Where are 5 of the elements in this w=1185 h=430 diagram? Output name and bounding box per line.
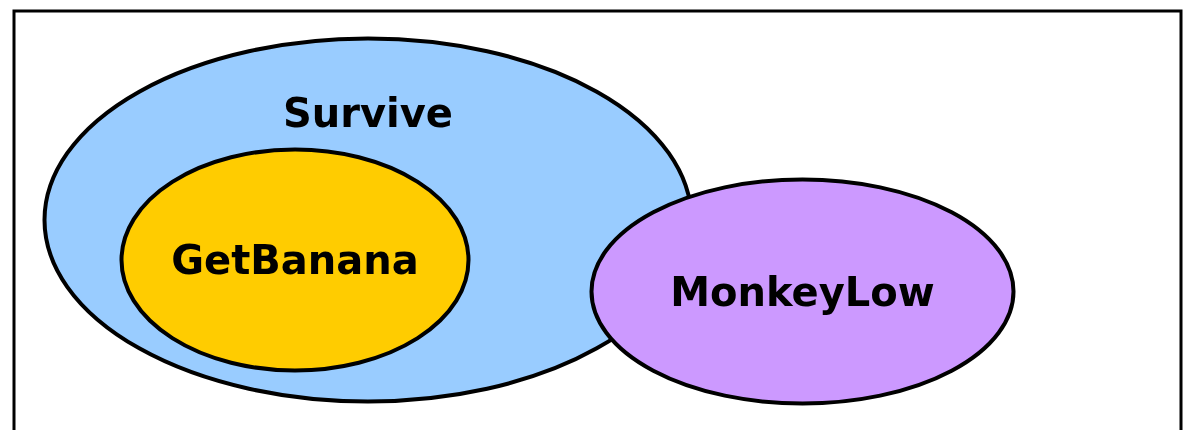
- node-label: Survive: [282, 89, 454, 137]
- ellipse-node: [590, 178, 1015, 405]
- node-label: GetBanana: [170, 236, 420, 284]
- node-label: MonkeyLow: [669, 267, 936, 316]
- ellipse-node: [120, 148, 470, 372]
